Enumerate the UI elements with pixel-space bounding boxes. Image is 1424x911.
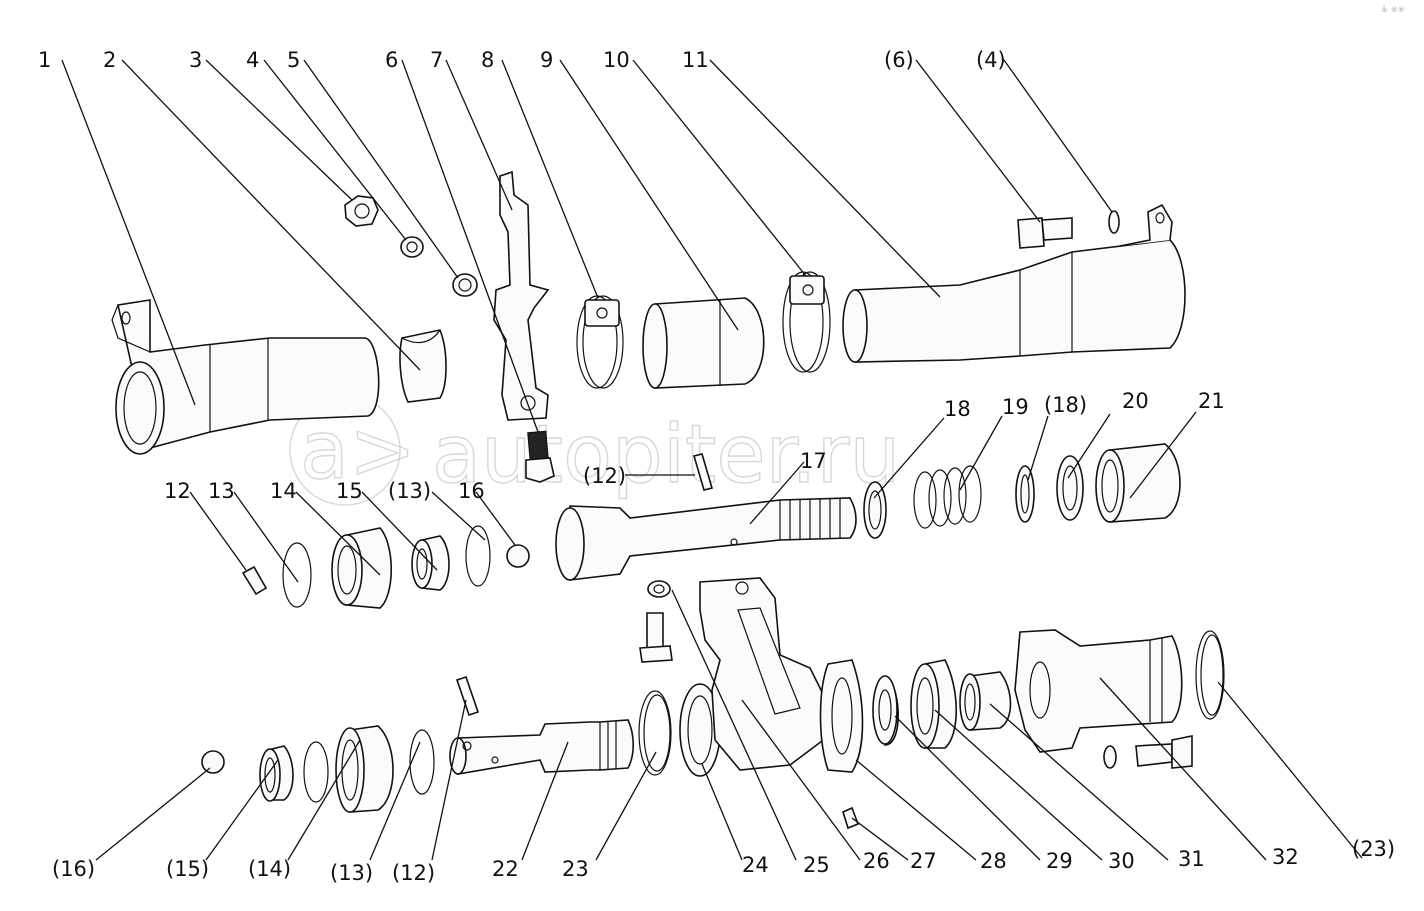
part-12-pin-bottom — [455, 675, 480, 717]
part-10-hose-clamp — [782, 271, 831, 373]
part-23-o-ring — [638, 690, 672, 776]
part-13-snap-ring-bottom-repeat — [409, 729, 435, 795]
label-32: 32 — [1272, 845, 1299, 869]
part-31-flanged-housing — [1014, 629, 1183, 753]
part-19-spring — [913, 465, 982, 529]
part-32-bolt — [1135, 735, 1193, 769]
part-2-half-shell — [399, 329, 447, 403]
part-22-shaft — [449, 719, 635, 775]
label-3: 3 — [189, 48, 202, 72]
watermark-text: autopiter.ru — [432, 408, 900, 501]
part-14-bushing — [331, 527, 393, 609]
label-22: 22 — [492, 857, 519, 881]
label-6-ref: (6) — [884, 48, 914, 72]
labels-bottom: (16) (15) (14) (13) (12) 22 23 24 25 26 … — [52, 837, 1395, 885]
part-3-nut — [344, 195, 379, 227]
label-30: 30 — [1108, 849, 1135, 873]
label-12: 12 — [164, 479, 191, 503]
part-29-ball-bearing-b — [910, 659, 958, 749]
part-13-snap-ring — [282, 542, 312, 608]
label-4: 4 — [246, 48, 259, 72]
leader-lines — [61, 59, 1363, 861]
watermark-logo: a> — [300, 404, 416, 497]
label-17: 17 — [800, 449, 827, 473]
part-8-hose-clamp — [576, 295, 624, 389]
label-2: 2 — [103, 48, 116, 72]
part-15-bushing — [411, 535, 450, 591]
part-28-gasket — [819, 659, 864, 773]
part-16-ball-repeat — [201, 750, 225, 774]
labels-top: 1 2 3 4 5 6 7 8 9 10 11 (6) (4) — [38, 48, 1006, 72]
part-13-snap-ring-bottom — [303, 741, 329, 803]
part-30-needle-bearing — [959, 671, 1012, 731]
label-10: 10 — [603, 48, 630, 72]
part-25-washer — [647, 580, 671, 598]
corner-mark: å· ®® — [1382, 5, 1405, 14]
part-23-o-ring-repeat — [1195, 630, 1225, 720]
label-14: 14 — [270, 479, 297, 503]
label-14-ref: (14) — [248, 857, 291, 881]
labels-middle: 12 13 14 15 (13) 16 (12) 17 18 19 (18) 2… — [164, 389, 1225, 503]
label-16: 16 — [458, 479, 485, 503]
part-11-housing-tube-right — [842, 203, 1186, 363]
label-23: 23 — [562, 857, 589, 881]
label-15: 15 — [336, 479, 363, 503]
part-4-washer — [400, 236, 424, 258]
label-12-ref-b: (12) — [392, 861, 435, 885]
part-1-housing-tube-left — [111, 299, 380, 455]
watermark: a> autopiter.ru — [289, 394, 901, 506]
part-7-bracket — [493, 170, 550, 421]
label-25: 25 — [803, 853, 830, 877]
part-32-bolt-small — [639, 612, 673, 663]
part-15-bushing-repeat — [259, 745, 294, 802]
part-20-needle-bearing — [1056, 455, 1084, 521]
label-5: 5 — [287, 48, 300, 72]
label-21: 21 — [1198, 389, 1225, 413]
label-31: 31 — [1178, 847, 1205, 871]
label-6: 6 — [385, 48, 398, 72]
part-21-sleeve — [1095, 443, 1181, 523]
part-13-snap-ring-repeat — [465, 525, 491, 587]
label-13-ref-b: (13) — [330, 861, 373, 885]
part-6-bolt-repeat — [1017, 217, 1073, 249]
label-1: 1 — [38, 48, 51, 72]
label-24: 24 — [742, 853, 769, 877]
label-4-ref: (4) — [976, 48, 1006, 72]
label-7: 7 — [430, 48, 443, 72]
part-27-grease-nipple — [842, 806, 860, 830]
label-13-ref: (13) — [388, 479, 431, 503]
label-15-ref: (15) — [166, 857, 209, 881]
part-26-lever-housing — [699, 577, 827, 771]
part-16-ball — [506, 544, 530, 568]
part-14-bushing-repeat — [335, 725, 394, 813]
part-17-splined-shaft — [555, 497, 857, 581]
label-8: 8 — [481, 48, 494, 72]
part-18-ring — [863, 481, 887, 539]
part-6-bolt — [525, 430, 555, 483]
label-29: 29 — [1046, 849, 1073, 873]
part-4-washer-bottom — [1103, 745, 1117, 769]
label-12-ref: (12) — [583, 464, 626, 488]
label-20: 20 — [1122, 389, 1149, 413]
label-9: 9 — [540, 48, 553, 72]
label-16-ref: (16) — [52, 857, 95, 881]
part-9-rubber-sleeve — [642, 297, 765, 389]
part-29-ball-bearing — [872, 675, 899, 746]
part-18-ring-repeat — [1015, 465, 1035, 523]
part-12-pin — [241, 565, 268, 596]
part-5-washer — [452, 273, 478, 297]
label-23-ref: (23) — [1352, 837, 1395, 861]
part-12-pin-repeat — [692, 453, 714, 491]
label-27: 27 — [910, 849, 937, 873]
label-28: 28 — [980, 849, 1007, 873]
label-19: 19 — [1002, 395, 1029, 419]
label-18-ref: (18) — [1044, 393, 1087, 417]
label-11: 11 — [682, 48, 709, 72]
label-13: 13 — [208, 479, 235, 503]
part-24-seal — [679, 683, 721, 777]
label-26: 26 — [863, 849, 890, 873]
label-18: 18 — [944, 397, 971, 421]
part-4-washer-repeat — [1108, 210, 1120, 234]
